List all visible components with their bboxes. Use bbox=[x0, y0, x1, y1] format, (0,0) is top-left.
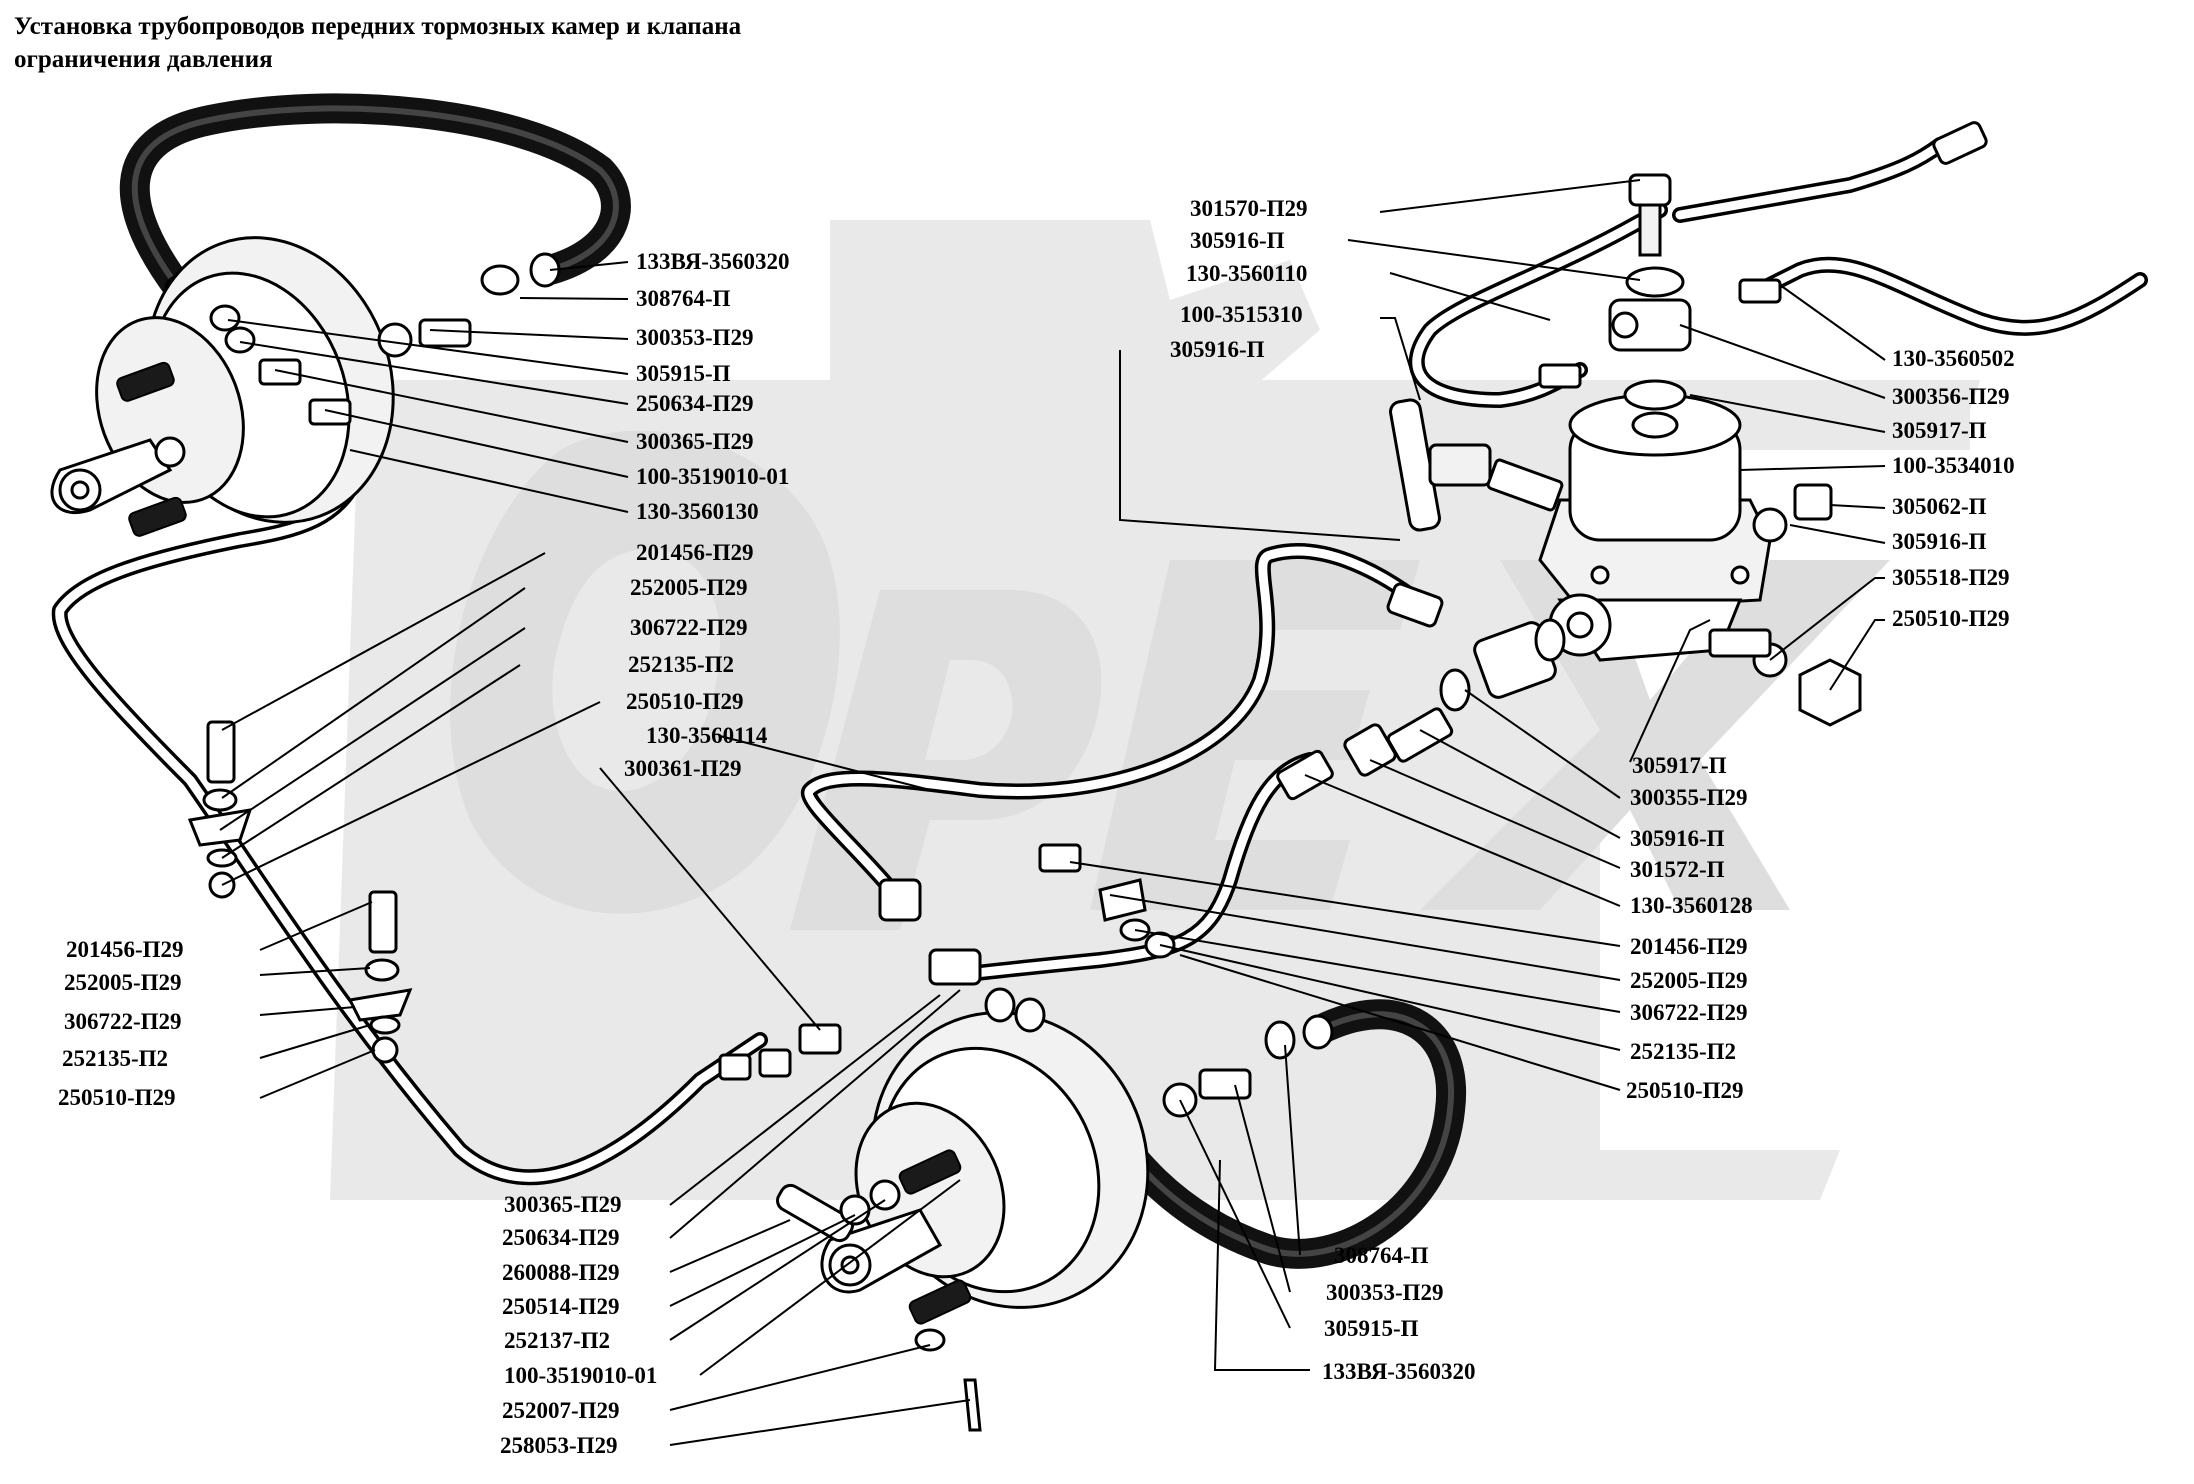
valve-lever bbox=[1389, 398, 1564, 532]
leader-lines bbox=[219, 179, 1886, 1446]
part-label: 305917-П bbox=[1632, 753, 1727, 778]
part-label: 250510-П29 bbox=[626, 689, 744, 714]
part-label: 250634-П29 bbox=[502, 1225, 620, 1250]
part-label: 308764-П bbox=[1334, 1243, 1429, 1268]
part-label: 305916-П bbox=[1190, 228, 1285, 253]
part-label: 130-3560114 bbox=[646, 723, 768, 748]
pressure-limiting-valve bbox=[1538, 393, 1772, 662]
part-label: 133ВЯ-3560320 bbox=[636, 249, 790, 274]
part-label: 252135-П2 bbox=[62, 1046, 169, 1071]
part-label: 250510-П29 bbox=[1892, 606, 2010, 631]
part-label: 305916-П bbox=[1892, 529, 1987, 554]
part-label: 258053-П29 bbox=[500, 1433, 618, 1458]
part-label: 252005-П29 bbox=[1630, 968, 1748, 993]
part-label: 100-3519010-01 bbox=[504, 1363, 658, 1388]
part-label: 100-3519010-01 bbox=[636, 464, 790, 489]
brake-tubes bbox=[51, 137, 2148, 1186]
part-label: 201456-П29 bbox=[636, 540, 754, 565]
part-label: 201456-П29 bbox=[66, 937, 184, 962]
part-label: 300353-П29 bbox=[636, 325, 754, 350]
part-label: 250510-П29 bbox=[1626, 1078, 1744, 1103]
part-label: 260088-П29 bbox=[502, 1260, 620, 1285]
part-label: 305062-П bbox=[1892, 494, 1987, 519]
part-label: 130-3560128 bbox=[1630, 893, 1753, 918]
part-label: 306722-П29 bbox=[64, 1009, 182, 1034]
fittings bbox=[187, 121, 1988, 1432]
part-label: 300356-П29 bbox=[1892, 384, 2010, 409]
part-label: 305915-П bbox=[636, 361, 731, 386]
part-label: 252135-П2 bbox=[628, 652, 735, 677]
title-line-2: ограничения давления bbox=[14, 46, 273, 73]
part-label: 100-3515310 bbox=[1180, 302, 1303, 327]
part-label: 305916-П bbox=[1170, 337, 1265, 362]
part-label: 300365-П29 bbox=[504, 1192, 622, 1217]
part-label: 250634-П29 bbox=[636, 391, 754, 416]
part-label: 305915-П bbox=[1324, 1316, 1419, 1341]
part-label: 301570-П29 bbox=[1190, 196, 1308, 221]
part-label: 300361-П29 bbox=[624, 756, 742, 781]
part-label: 252005-П29 bbox=[630, 575, 748, 600]
diagram-title: Установка трубопроводов передних тормозн… bbox=[14, 10, 1014, 76]
part-label: 250514-П29 bbox=[502, 1294, 620, 1319]
title-line-1: Установка трубопроводов передних тормозн… bbox=[14, 13, 742, 40]
part-label: 252007-П29 bbox=[502, 1398, 620, 1423]
part-label: 305518-П29 bbox=[1892, 565, 2010, 590]
part-label: 308764-П bbox=[636, 286, 731, 311]
part-label: 306722-П29 bbox=[1630, 1000, 1748, 1025]
part-label: 252137-П2 bbox=[504, 1328, 611, 1353]
part-label: 100-3534010 bbox=[1892, 453, 2015, 478]
part-label: 306722-П29 bbox=[630, 615, 748, 640]
part-label: 201456-П29 bbox=[1630, 934, 1748, 959]
part-label: 305916-П bbox=[1630, 826, 1725, 851]
part-label: 130-3560130 bbox=[636, 499, 759, 524]
part-label: 300355-П29 bbox=[1630, 785, 1748, 810]
lower-brake-chamber bbox=[820, 1011, 1150, 1325]
part-label: 300365-П29 bbox=[636, 429, 754, 454]
part-label: 133ВЯ-3560320 bbox=[1322, 1359, 1476, 1384]
part-label: 305917-П bbox=[1892, 418, 1987, 443]
part-label: 300353-П29 bbox=[1326, 1280, 1444, 1305]
part-label: 301572-П bbox=[1630, 857, 1725, 882]
part-label: 130-3560502 bbox=[1892, 346, 2015, 371]
part-label: 250510-П29 bbox=[58, 1085, 176, 1110]
part-label: 252135-П2 bbox=[1630, 1039, 1737, 1064]
part-label: 130-3560110 bbox=[1186, 261, 1308, 286]
part-label: 252005-П29 bbox=[64, 970, 182, 995]
